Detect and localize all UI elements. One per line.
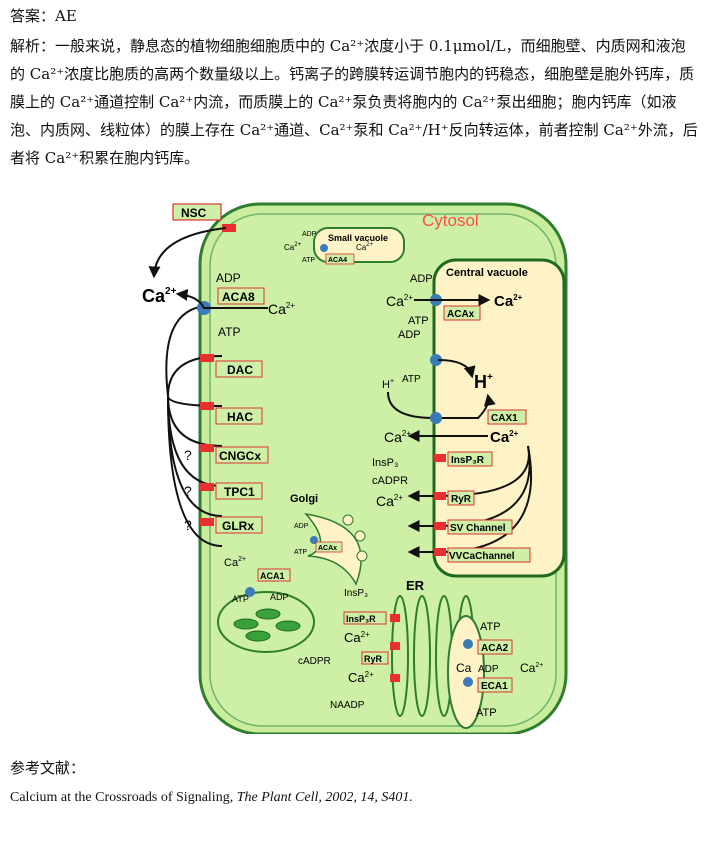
sv-channel-box bbox=[447, 519, 513, 535]
insp3r-er-box bbox=[343, 611, 387, 625]
insp-er-label: InsP₃ bbox=[344, 588, 368, 599]
vac-ca-out: Ca2+ bbox=[376, 493, 403, 509]
cax-ca-right: Ca2+ bbox=[490, 429, 519, 446]
h-plus-right: H+ bbox=[474, 372, 493, 392]
cadpr-vacuole-label: cADPR bbox=[372, 475, 408, 487]
reference-label: 参考文献： bbox=[10, 759, 86, 777]
cv-ca-left: Ca2+ bbox=[386, 293, 413, 309]
cax-ca-left: Ca2+ bbox=[384, 429, 411, 445]
eca1-box bbox=[477, 677, 513, 693]
golgi-label: Golgi bbox=[290, 493, 318, 505]
tpc1-label: TPC1 bbox=[224, 485, 255, 499]
er-lobe bbox=[447, 615, 485, 729]
reference-journal: The Plant Cell, 2002, 14, S401. bbox=[236, 790, 413, 805]
insp3-label: InsP₃ bbox=[372, 457, 399, 469]
aca8-atp: ATP bbox=[218, 325, 240, 339]
cngcx-label: CNGCx bbox=[219, 449, 261, 463]
eca1-label: ECA1 bbox=[481, 681, 508, 692]
er-ca-1: Ca2+ bbox=[344, 630, 370, 645]
cv-adp2: ADP bbox=[398, 329, 421, 341]
plastid-adp: ADP bbox=[270, 592, 289, 602]
tpc1-box bbox=[215, 482, 263, 500]
acax-vacuole-box bbox=[443, 305, 481, 321]
aca8-ca: Ca2+ bbox=[268, 301, 295, 317]
answer-value: AE bbox=[55, 7, 77, 25]
cv-atp: ATP bbox=[408, 315, 429, 327]
dac-box bbox=[215, 360, 263, 378]
naadp-label: NAADP bbox=[330, 700, 365, 711]
analysis-text: 一般来说，静息态的植物细胞细胞质中的 Ca²⁺浓度小于 0.1μmol/L，而细… bbox=[10, 37, 698, 167]
hac-label: HAC bbox=[227, 410, 253, 424]
plastid bbox=[217, 591, 315, 653]
h-plus-left: H+ bbox=[382, 378, 394, 391]
insp3r-er-label: InsP₃R bbox=[346, 614, 376, 624]
sv-ca-right: Ca2+ bbox=[356, 242, 374, 252]
cax1-box bbox=[487, 409, 527, 425]
nsc-label: NSC bbox=[181, 206, 207, 220]
acax-vacuole-label: ACAx bbox=[447, 309, 475, 320]
small-vacuole-label: Small vacuole bbox=[328, 233, 388, 243]
nsc-box bbox=[172, 203, 222, 221]
er-adp: ADP bbox=[478, 664, 499, 675]
sv-adp: ADP bbox=[302, 231, 317, 238]
golgi-atp: ATP bbox=[294, 549, 307, 556]
ryr-er-label: RyR bbox=[364, 654, 383, 664]
er-atp-bottom: ATP bbox=[476, 707, 497, 719]
sv-channel-label: SV Channel bbox=[450, 523, 506, 534]
er-ca-2: Ca2+ bbox=[348, 670, 374, 685]
cytosol-label: Cytosol bbox=[422, 211, 479, 230]
cadpr-er-label: cADPR bbox=[298, 656, 331, 667]
vvca-channel-box bbox=[447, 547, 531, 563]
er-atp-top: ATP bbox=[480, 621, 501, 633]
cv-ca-right: Ca2+ bbox=[494, 293, 523, 310]
ryr-vacuole-label: RyR bbox=[451, 494, 472, 505]
insp3r-vacuole-label: InsP₃R bbox=[451, 455, 485, 466]
aca1-box bbox=[257, 568, 291, 582]
hac-box bbox=[215, 407, 263, 425]
analysis-label: 解析： bbox=[10, 37, 56, 55]
cv-adp: ADP bbox=[410, 273, 433, 285]
answer-line: 答案：AE bbox=[10, 2, 700, 30]
aca4-box bbox=[325, 253, 355, 265]
sv-atp: ATP bbox=[302, 257, 315, 264]
cngcx-question: ? bbox=[184, 447, 192, 463]
small-vacuole bbox=[313, 227, 405, 263]
cngcx-box bbox=[215, 446, 269, 464]
acax-golgi-label: ACAx bbox=[318, 545, 337, 552]
central-vacuole-label: Central vacuole bbox=[446, 267, 528, 279]
aca1-label: ACA1 bbox=[260, 571, 285, 581]
calcium-transport-diagram: Cytosol NSC Ca2+ ADP ACA8 ATP Ca2+ DAC H… bbox=[142, 202, 568, 734]
acax-golgi-box bbox=[315, 541, 343, 553]
ryr-er-box bbox=[361, 651, 389, 665]
vvca-channel-label: VVCaChannel bbox=[449, 551, 515, 562]
plastid-atp: ATP bbox=[232, 594, 249, 604]
answer-label: 答案： bbox=[10, 7, 56, 25]
aca8-label: ACA8 bbox=[222, 290, 255, 304]
analysis-paragraph: 解析：一般来说，静息态的植物细胞细胞质中的 Ca²⁺浓度小于 0.1μmol/L… bbox=[10, 32, 700, 172]
glrx-question: ? bbox=[184, 517, 192, 533]
aca2-label: ACA2 bbox=[481, 643, 509, 654]
glrx-box bbox=[215, 516, 263, 534]
tpc1-question: ? bbox=[184, 483, 192, 499]
cax1-label: CAX1 bbox=[491, 413, 518, 424]
reference-title: Calcium at the Crossroads of Signaling, bbox=[10, 790, 237, 805]
aca2-box bbox=[477, 639, 513, 655]
extracellular-ca: Ca2+ bbox=[142, 286, 177, 306]
er-ca-in: Ca bbox=[456, 661, 472, 675]
aca4-label: ACA4 bbox=[328, 257, 347, 264]
ryr-vacuole-box bbox=[447, 490, 475, 506]
insp3r-vacuole-box bbox=[447, 451, 493, 467]
reference-citation: Calcium at the Crossroads of Signaling, … bbox=[10, 790, 413, 806]
aca8-box bbox=[217, 287, 265, 305]
er-ca-out: Ca2+ bbox=[520, 661, 543, 675]
cv-atp2: ATP bbox=[402, 374, 421, 385]
nsc-channel bbox=[222, 224, 236, 232]
golgi-adp: ADP bbox=[294, 523, 309, 530]
sv-ca-left: Ca2+ bbox=[284, 242, 302, 252]
glrx-label: GLRx bbox=[222, 519, 254, 533]
plastid-ca: Ca2+ bbox=[224, 556, 246, 569]
dac-label: DAC bbox=[227, 363, 253, 377]
er-label: ER bbox=[406, 578, 425, 593]
aca8-adp: ADP bbox=[216, 271, 241, 285]
